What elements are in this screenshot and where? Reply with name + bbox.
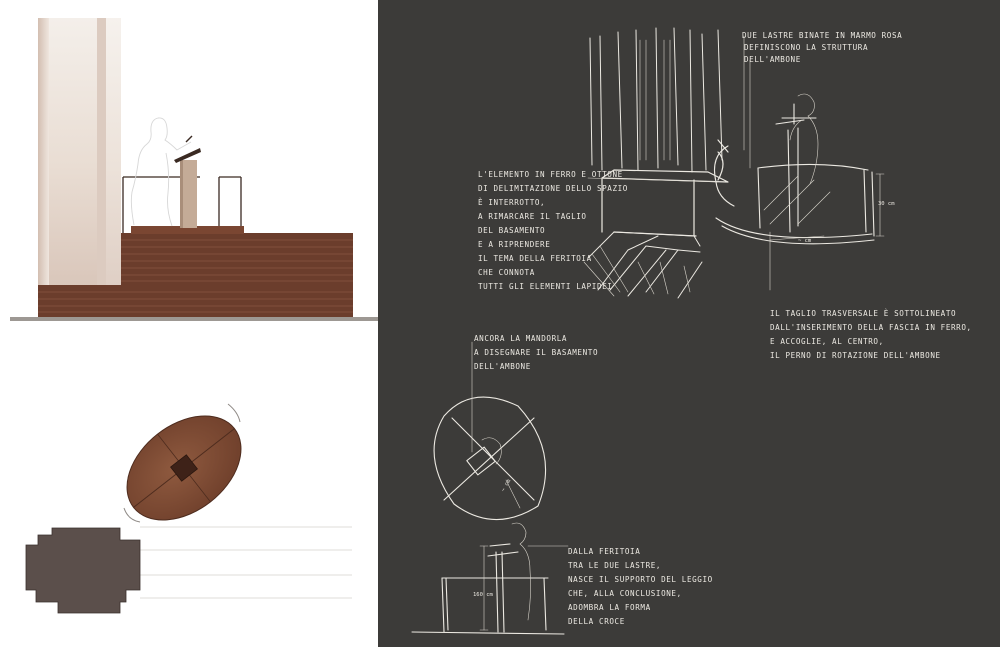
render-drawings <box>10 18 378 614</box>
svg-text:L'ELEMENTO IN FERRO E OTTONE: L'ELEMENTO IN FERRO E OTTONE <box>478 170 623 179</box>
svg-text:NASCE IL SUPPORTO DEL LEGGIO: NASCE IL SUPPORTO DEL LEGGIO <box>568 575 713 584</box>
column-main <box>49 18 97 288</box>
svg-text:DELLA CROCE: DELLA CROCE <box>568 617 625 626</box>
elevation-drawing <box>10 18 378 321</box>
svg-text:A RIMARCARE IL TAGLIO: A RIMARCARE IL TAGLIO <box>478 212 587 221</box>
note-left-block: L'ELEMENTO IN FERRO E OTTONE DI DELIMITA… <box>478 170 628 291</box>
right-panel: 30 cm ~ cm ~ cm <box>378 0 1000 647</box>
left-panel <box>0 0 378 647</box>
dim-30cm: 30 cm <box>878 201 895 207</box>
stair-block <box>121 226 353 287</box>
dim-width: ~ cm <box>798 238 812 244</box>
svg-text:TRA LE DUE LASTRE,: TRA LE DUE LASTRE, <box>568 561 661 570</box>
perspective-sketch: 30 cm ~ cm <box>583 27 895 299</box>
dim-diameter: ~ cm <box>501 478 513 493</box>
svg-text:ANCORA LA MANDORLA: ANCORA LA MANDORLA <box>474 334 567 343</box>
svg-text:DUE LASTRE BINATE IN MARMO ROS: DUE LASTRE BINATE IN MARMO ROSA <box>742 31 902 40</box>
svg-text:IL TEMA DELLA FERITOIA: IL TEMA DELLA FERITOIA <box>478 254 592 263</box>
ground-line <box>10 317 378 321</box>
ambo-lectern <box>174 135 201 228</box>
svg-text:DI DELIMITAZIONE DELLO SPAZIO: DI DELIMITAZIONE DELLO SPAZIO <box>478 184 628 193</box>
sketch-board: 30 cm ~ cm ~ cm <box>411 27 972 635</box>
base-steps <box>38 285 353 317</box>
column-far-right <box>106 18 121 288</box>
svg-text:CHE CONNOTA: CHE CONNOTA <box>478 268 535 277</box>
note-right-block: IL TAGLIO TRASVERSALE È SOTTOLINEATO DAL… <box>770 309 972 360</box>
svg-text:TUTTI GLI ELEMENTI LAPIDEI: TUTTI GLI ELEMENTI LAPIDEI <box>478 282 612 291</box>
svg-text:DALL'INSERIMENTO DELLA FASCIA: DALL'INSERIMENTO DELLA FASCIA IN FERRO, <box>770 323 972 332</box>
plan-railing-arc-top <box>227 403 241 423</box>
svg-text:CHE, ALLA CONCLUSIONE,: CHE, ALLA CONCLUSIONE, <box>568 589 682 598</box>
svg-text:E A RIPRENDERE: E A RIPRENDERE <box>478 240 550 249</box>
column-right <box>97 18 106 288</box>
svg-text:A DISEGNARE IL BASAMENTO: A DISEGNARE IL BASAMENTO <box>474 348 598 357</box>
svg-text:IL PERNO DI ROTAZIONE DELL'AMB: IL PERNO DI ROTAZIONE DELL'AMBONE <box>770 351 941 360</box>
svg-text:DEFINISCONO LA STRUTTURA: DEFINISCONO LA STRUTTURA <box>744 43 868 52</box>
plan-floor <box>25 527 141 614</box>
svg-text:E ACCOGLIE, AL CENTRO,: E ACCOGLIE, AL CENTRO, <box>770 337 884 346</box>
column-left <box>38 18 49 288</box>
note-feritoia: DALLA FERITOIA TRA LE DUE LASTRE, NASCE … <box>568 547 713 626</box>
svg-text:DELL'AMBONE: DELL'AMBONE <box>474 362 531 371</box>
svg-text:DEL BASAMENTO: DEL BASAMENTO <box>478 226 545 235</box>
plan-drawing <box>25 403 352 614</box>
svg-text:DALLA FERITOIA: DALLA FERITOIA <box>568 547 640 556</box>
svg-text:DELL'AMBONE: DELL'AMBONE <box>744 55 801 64</box>
note-mandorla: ANCORA LA MANDORLA A DISEGNARE IL BASAME… <box>474 334 598 371</box>
mandorla-base <box>126 415 242 521</box>
dim-160cm: 160 cm <box>473 592 494 598</box>
svg-text:IL TAGLIO TRASVERSALE È SOTTOL: IL TAGLIO TRASVERSALE È SOTTOLINEATO <box>770 309 956 318</box>
note-top-right: DUE LASTRE BINATE IN MARMO ROSA DEFINISC… <box>742 31 902 64</box>
figure-outline <box>130 117 192 227</box>
svg-text:ADOMBRA LA FORMA: ADOMBRA LA FORMA <box>568 603 651 612</box>
lectern-section-sketch: 160 cm <box>411 522 569 635</box>
plan-railing-arc <box>123 507 141 523</box>
svg-text:È INTERROTTO,: È INTERROTTO, <box>478 198 545 207</box>
